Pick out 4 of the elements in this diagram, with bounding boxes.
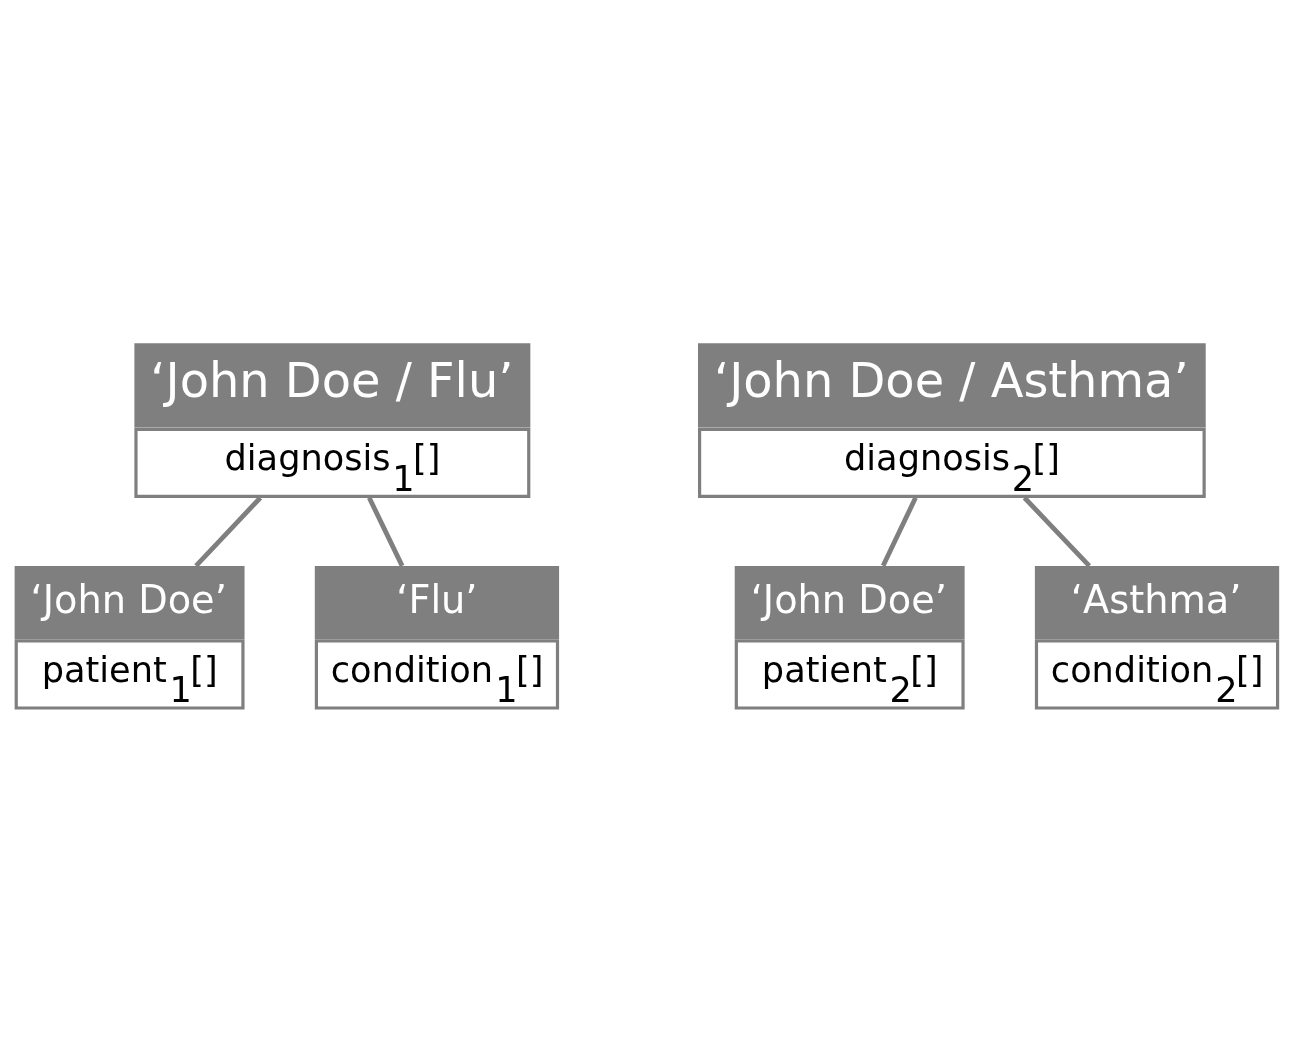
- connector: [194, 495, 263, 567]
- connector: [367, 496, 405, 567]
- connector: [1022, 495, 1092, 567]
- connector: [880, 496, 918, 567]
